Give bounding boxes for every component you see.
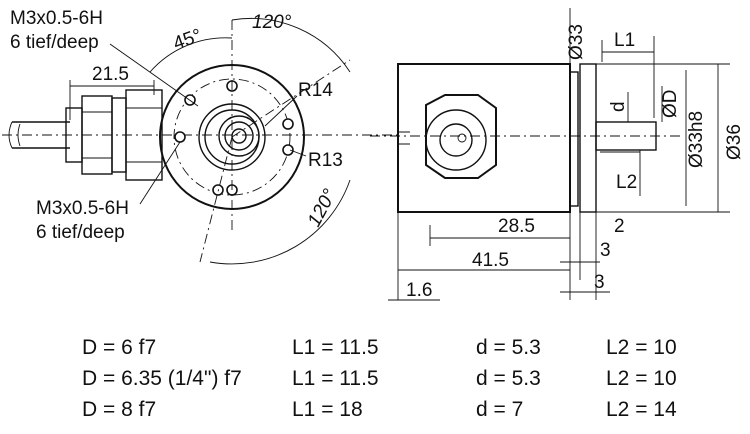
d-label: d xyxy=(608,101,629,112)
hex-nut xyxy=(425,94,497,179)
l1-label: L1 xyxy=(614,30,635,51)
dim-41-5-label: 41.5 xyxy=(472,250,509,271)
cable-gland xyxy=(65,89,163,181)
mount-hole xyxy=(282,118,294,130)
cell-L1: L1 = 11.5 xyxy=(292,336,379,359)
angle-120-bottom-label: 120° xyxy=(304,185,341,230)
flange-2 xyxy=(579,63,597,213)
cell-d: d = 7 xyxy=(476,398,524,421)
thread-bottom-line1: M3x0.5-6H xyxy=(36,198,129,219)
mount-hole xyxy=(282,144,294,156)
dim-3b-label: 3 xyxy=(594,272,605,293)
dia-36-label: Ø36 xyxy=(724,124,745,160)
side-view xyxy=(370,8,730,301)
housing-body xyxy=(397,63,571,213)
cell-L2: L2 = 14 xyxy=(606,398,677,421)
cell-L1: L1 = 11.5 xyxy=(292,367,379,390)
cell-d: d = 5.3 xyxy=(476,336,541,359)
arc-120-bottom xyxy=(209,179,351,265)
cell-D: D = 8 f7 xyxy=(82,398,157,421)
cell-L2: L2 = 10 xyxy=(606,336,677,359)
dim-2-label: 2 xyxy=(614,216,625,237)
table-row: D = 6 f7 L1 = 11.5 d = 5.3 L2 = 10 xyxy=(0,334,750,362)
dim-21-5-label: 21.5 xyxy=(92,64,129,85)
table-row: D = 8 f7 L1 = 18 d = 7 L2 = 14 xyxy=(0,396,750,424)
cell-d: d = 5.3 xyxy=(476,367,541,390)
dim-28-5-label: 28.5 xyxy=(498,216,535,237)
r13-label: R13 xyxy=(308,150,343,171)
dim-3a-label: 3 xyxy=(600,240,611,261)
technical-drawing: M3x0.5-6H 6 tief/deep 45° 120° 21.5 R14 … xyxy=(2,8,745,301)
dia-33-label: Ø33 xyxy=(566,24,587,60)
angle-45-label: 45° xyxy=(171,25,205,55)
cell-D: D = 6 f7 xyxy=(82,336,157,359)
front-view xyxy=(2,18,400,265)
mount-hole xyxy=(174,131,186,143)
dia-33h8-label: Ø33h8 xyxy=(686,111,707,168)
cell-L2: L2 = 10 xyxy=(606,367,677,390)
thread-top-line1: M3x0.5-6H xyxy=(10,8,103,29)
table-row: D = 6.35 (1/4") f7 L1 = 11.5 d = 5.3 L2 … xyxy=(0,365,750,393)
cell-L1: L1 = 18 xyxy=(292,398,363,421)
dia-d-label: ØD xyxy=(660,90,681,119)
thread-bottom-line2: 6 tief/deep xyxy=(36,222,125,243)
cable xyxy=(12,121,70,149)
arc-120-top xyxy=(231,18,351,73)
cell-D: D = 6.35 (1/4") f7 xyxy=(82,367,242,390)
thread-top-line2: 6 tief/deep xyxy=(10,32,99,53)
l2-label: L2 xyxy=(616,172,637,193)
angle-120-top-label: 120° xyxy=(252,12,292,33)
bearing-outer xyxy=(218,115,260,157)
dim-1-6-label: 1.6 xyxy=(406,280,432,301)
r14-label: R14 xyxy=(298,80,333,101)
arc-45 xyxy=(149,37,233,73)
dimension-labels: M3x0.5-6H 6 tief/deep 45° 120° 21.5 R14 … xyxy=(10,8,745,301)
flange-1 xyxy=(569,71,579,207)
